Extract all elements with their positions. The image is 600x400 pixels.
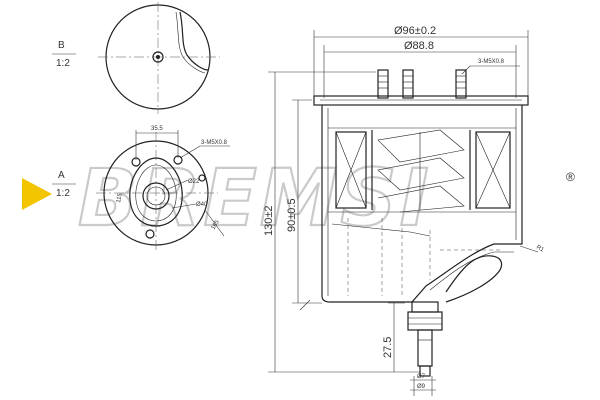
view-b-label: B [58, 40, 65, 51]
watermark-text: BREMSI [78, 154, 432, 244]
registered-mark: ® [566, 170, 575, 184]
thread-label-side: 3-M5X0.8 [478, 59, 505, 65]
view-b-scale: 1:2 [56, 58, 70, 69]
dim-9: Ø9 [417, 384, 426, 390]
dia-22-leader [165, 179, 189, 191]
view-a-bolt-side [198, 174, 206, 182]
view-b-center-dot [156, 55, 160, 59]
dim-130: 130±2 [263, 205, 275, 236]
drain-fitting [407, 301, 443, 377]
view-a-bolt-bottom [145, 229, 155, 239]
bowl-lobe [445, 255, 503, 303]
watermark-triangle-icon [22, 178, 52, 210]
view-a-flange-inner [135, 164, 177, 222]
dim-165-line [204, 209, 225, 237]
radius-leader [519, 245, 539, 253]
dim-35-5: 35.5 [151, 126, 163, 132]
filter-element-left [335, 131, 367, 209]
view-b-curve [179, 11, 209, 71]
stud-right [455, 69, 467, 99]
stud-middle [402, 69, 414, 99]
lower-chamber [331, 218, 500, 296]
view-b-curve-inner [175, 11, 206, 74]
side-view: Ø96±0.2 Ø88.8 3-M5X0.8 [263, 25, 545, 396]
dim-115: 115 [116, 192, 124, 203]
dim-27-5: 27.5 [382, 337, 394, 358]
view-b-center-hole [152, 51, 164, 63]
dim-88-8: Ø88.8 [404, 40, 434, 52]
dim-7: Ø7 [417, 374, 426, 380]
stud-left [377, 69, 389, 99]
view-a-bore-inner [146, 186, 166, 206]
dim-96: Ø96±0.2 [394, 25, 436, 37]
thread-label-top: 3-M5X0.8 [201, 140, 228, 146]
view-a-scale: 1:2 [56, 188, 70, 199]
hatch-mark [299, 299, 311, 311]
housing-body [321, 105, 523, 303]
dia-40-leader [171, 203, 197, 209]
dim-90: 90±0.5 [286, 198, 298, 232]
view-a: A 1:2 35.5 3-M5X0.8 Ø22 Ø40 165 115 [52, 126, 230, 252]
housing-lid [313, 95, 529, 106]
view-a-bore-outer [142, 182, 170, 210]
filter-element-right [475, 131, 511, 209]
thread-leader-top [179, 145, 201, 159]
dia-22-label: Ø22 [188, 179, 200, 185]
view-a-label: A [58, 170, 65, 181]
view-b: B 1:2 [52, 2, 220, 114]
dia-40-label: Ø40 [196, 202, 208, 208]
radius-label: R1 [535, 245, 545, 254]
dim-165: 165 [211, 219, 222, 231]
bowl-curve-inner [429, 251, 514, 291]
view-a-flange-outer [129, 157, 183, 227]
helical-core [371, 129, 471, 213]
